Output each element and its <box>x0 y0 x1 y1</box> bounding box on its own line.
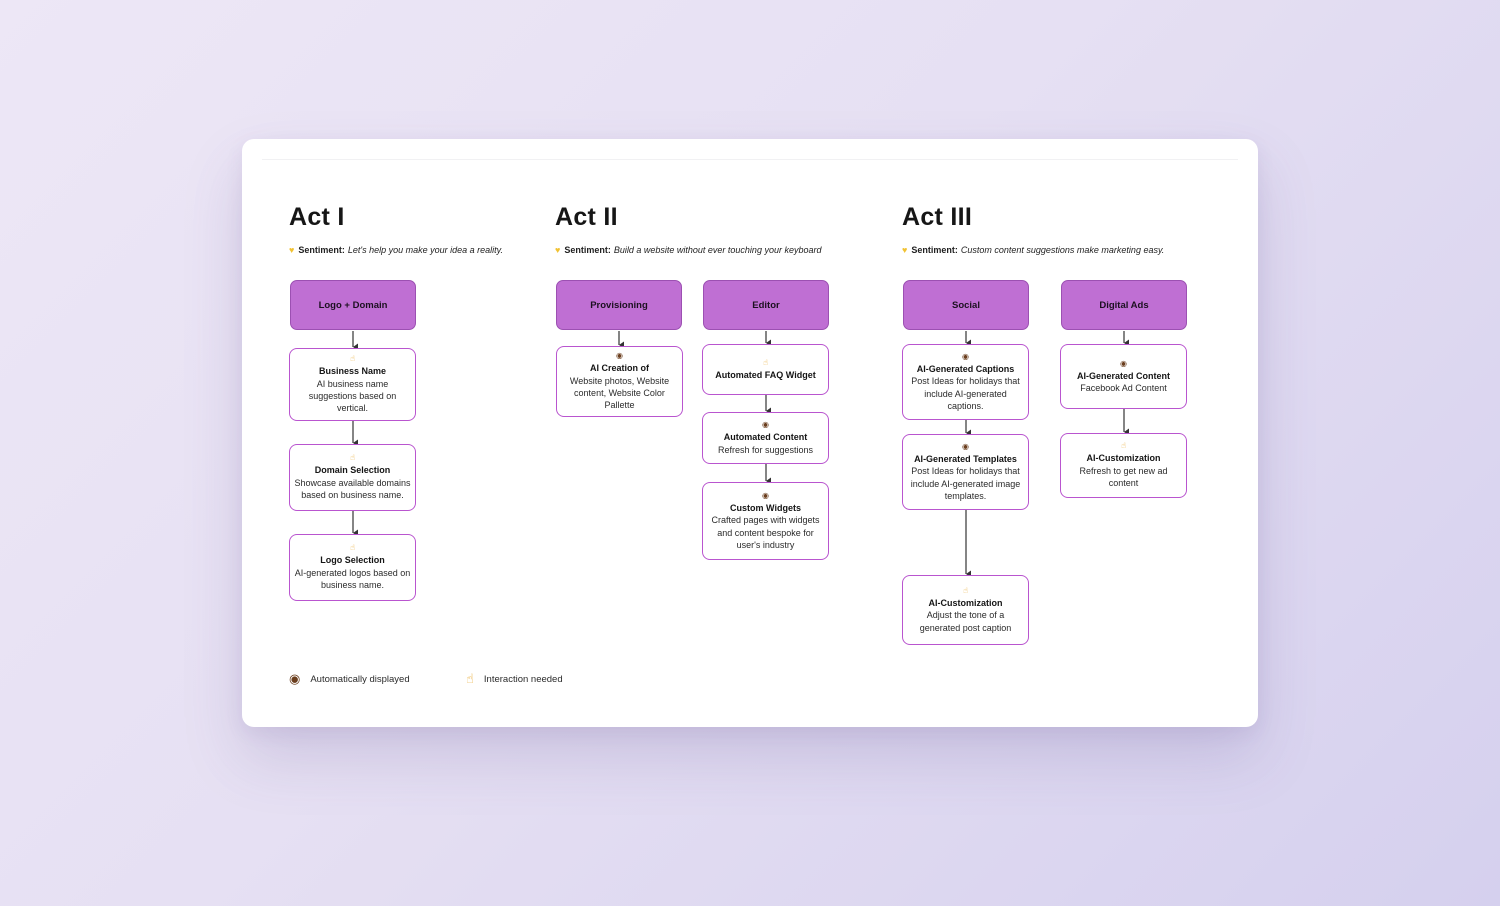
node-automated-content: ◉ Automated Content Refresh for suggesti… <box>702 412 829 464</box>
act-1-sentiment: ♥Sentiment:Let's help you make your idea… <box>289 245 503 255</box>
legend-label: Interaction needed <box>483 673 563 685</box>
hand-icon: ☝ <box>963 585 968 595</box>
node-title: AI-Generated Templates <box>914 453 1017 464</box>
node-description: AI-generated logos based on business nam… <box>294 567 411 591</box>
category-digital-ads: Digital Ads <box>1061 280 1187 330</box>
hand-icon: ☝ <box>466 671 474 686</box>
node-ads-ai-customization: ☝ AI-Customization Refresh to get new ad… <box>1060 433 1187 498</box>
node-description: Adjust the tone of a generated post capt… <box>919 610 1012 633</box>
eye-icon: ◉ <box>762 420 769 430</box>
journey-map-card: Act I ♥Sentiment:Let's help you make you… <box>242 139 1258 727</box>
node-automated-faq-widget: ☝ Automated FAQ Widget <box>702 344 829 395</box>
category-social: Social <box>903 280 1029 330</box>
sentiment-label: Sentiment: <box>298 245 345 255</box>
node-ai-creation: ◉ AI Creation of Website photos, Website… <box>556 346 683 417</box>
node-title: AI Creation of <box>589 363 649 374</box>
hand-icon: ☝ <box>350 543 355 553</box>
heart-icon: ♥ <box>902 245 908 255</box>
category-editor: Editor <box>703 280 829 330</box>
node-description: Facebook Ad Content <box>1080 383 1167 393</box>
legend-automatic: ◉ Automatically displayed <box>289 671 410 687</box>
node-ai-generated-captions: ◉ AI-Generated Captions Post Ideas for h… <box>902 344 1029 420</box>
legend-interaction: ☝ Interaction needed <box>466 671 563 687</box>
sentiment-text: Let's help you make your idea a reality. <box>347 245 503 255</box>
eye-icon: ◉ <box>962 441 969 451</box>
act-3-title: Act III <box>902 203 973 231</box>
node-title: Logo Selection <box>320 555 385 566</box>
node-description: Post Ideas for holidays that include AI-… <box>910 466 1021 501</box>
act-1-title: Act I <box>289 203 345 231</box>
node-title: AI-Customization <box>1086 453 1161 464</box>
node-logo-selection: ☝ Logo Selection AI-generated logos base… <box>289 534 416 601</box>
node-ai-generated-content: ◉ AI-Generated Content Facebook Ad Conte… <box>1060 344 1187 409</box>
node-title: Custom Widgets <box>730 502 801 513</box>
node-ai-generated-templates: ◉ AI-Generated Templates Post Ideas for … <box>902 434 1029 510</box>
node-description: Crafted pages with widgets and content b… <box>711 515 820 550</box>
sentiment-label: Sentiment: <box>564 245 611 255</box>
node-title: Business Name <box>318 366 387 377</box>
act-2-title: Act II <box>555 203 618 231</box>
sentiment-text: Build a website without ever touching yo… <box>613 245 822 255</box>
hand-icon: ☝ <box>1121 441 1126 451</box>
node-description: AI business name suggestions based on ve… <box>308 378 397 414</box>
node-title: AI-Generated Content <box>1076 370 1170 381</box>
eye-icon: ◉ <box>962 351 969 361</box>
node-title: AI-Customization <box>928 597 1003 608</box>
legend-label: Automatically displayed <box>310 673 410 685</box>
node-domain-selection: ☝ Domain Selection Showcase available do… <box>289 444 416 511</box>
eye-icon: ◉ <box>289 671 301 686</box>
node-description: Refresh for suggestions <box>717 444 814 455</box>
node-title: Automated FAQ Widget <box>715 369 816 380</box>
eye-icon: ◉ <box>616 351 623 361</box>
eye-icon: ◉ <box>1120 358 1127 368</box>
node-title: AI-Generated Captions <box>916 363 1015 374</box>
sentiment-label: Sentiment: <box>911 245 958 255</box>
act-3-sentiment: ♥Sentiment:Custom content suggestions ma… <box>902 245 1164 255</box>
heart-icon: ♥ <box>289 245 295 255</box>
hand-icon: ☝ <box>763 357 768 367</box>
heart-icon: ♥ <box>555 245 561 255</box>
node-title: Automated Content <box>723 432 808 443</box>
sentiment-text: Custom content suggestions make marketin… <box>960 245 1165 255</box>
node-business-name: ☝ Business Name AI business name suggest… <box>289 348 416 421</box>
category-provisioning: Provisioning <box>556 280 682 330</box>
divider <box>262 159 1238 160</box>
hand-icon: ☝ <box>350 354 355 364</box>
act-2-sentiment: ♥Sentiment:Build a website without ever … <box>555 245 821 255</box>
eye-icon: ◉ <box>762 490 769 500</box>
node-description: Showcase available domains based on busi… <box>294 477 411 501</box>
hand-icon: ☝ <box>350 453 355 463</box>
node-description: Website photos, Website content, Website… <box>569 375 670 411</box>
node-social-ai-customization: ☝ AI-Customization Adjust the tone of a … <box>902 575 1029 645</box>
node-description: Post Ideas for holidays that include AI-… <box>911 376 1020 411</box>
node-custom-widgets: ◉ Custom Widgets Crafted pages with widg… <box>702 482 829 560</box>
category-logo-domain: Logo + Domain <box>290 280 416 330</box>
node-title: Domain Selection <box>314 465 391 476</box>
node-description: Refresh to get new ad content <box>1079 465 1168 489</box>
